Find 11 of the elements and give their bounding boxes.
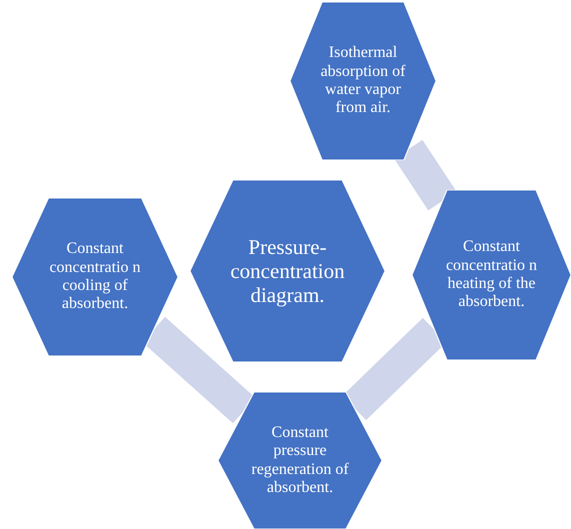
hexagon-node: [290, 2, 436, 160]
hexagon-node: [412, 190, 571, 360]
hexagon-node: [190, 180, 385, 362]
hexagon-node: [218, 392, 382, 529]
node-text: Constant concentratio n heating of the absorbent.: [444, 238, 538, 312]
node-text: Isothermal absorption of water vapor from air.: [320, 44, 406, 118]
node-text: Constant pressure regeneration of absorbent.: [250, 424, 350, 498]
hexagon-node: [12, 198, 178, 356]
node-text: Constant concentratio n cooling of absorbent.: [48, 240, 142, 314]
node-text: Pressure-concentration diagram.: [229, 234, 346, 308]
connector-band: [394, 140, 457, 210]
